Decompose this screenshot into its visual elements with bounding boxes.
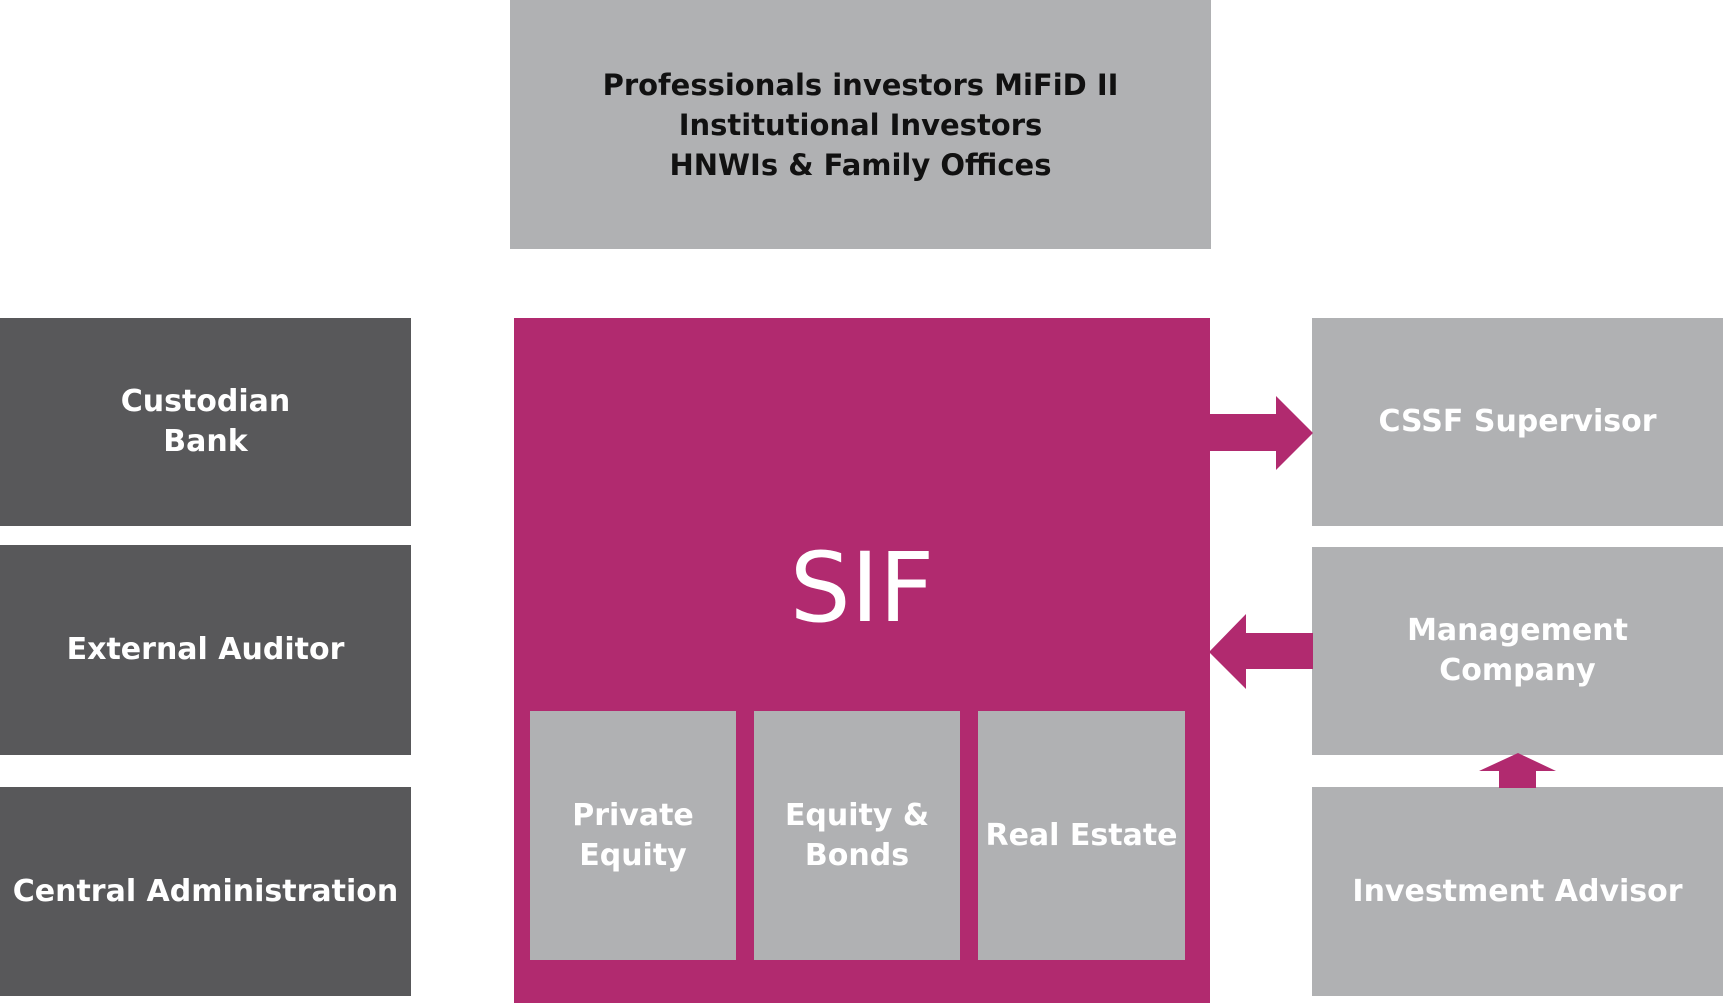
private-equity-box: Private Equity [530,711,736,960]
investors-box: Professionals investors MiFiD II Institu… [510,0,1211,249]
investment-advisor-box: Investment Advisor [1312,787,1723,996]
central-administration-box: Central Administration [0,787,411,996]
cssf-supervisor-box: CSSF Supervisor [1312,318,1723,526]
real-estate-box: Real Estate [978,711,1185,960]
arrow-right-icon [1208,396,1313,470]
arrow-left-icon [1209,614,1313,689]
investors-line: Institutional Investors [678,107,1043,142]
investors-line: Professionals investors MiFiD II [602,67,1119,102]
arrow-up-icon [1479,753,1556,788]
management-company-box: Management Company [1312,547,1723,755]
sif-title: SIF [789,532,935,644]
equity-bonds-box: Equity & Bonds [754,711,960,960]
external-auditor-box: External Auditor [0,545,411,755]
custodian-bank-box: Custodian Bank [0,318,411,526]
investors-line: HNWIs & Family Offices [669,147,1052,182]
